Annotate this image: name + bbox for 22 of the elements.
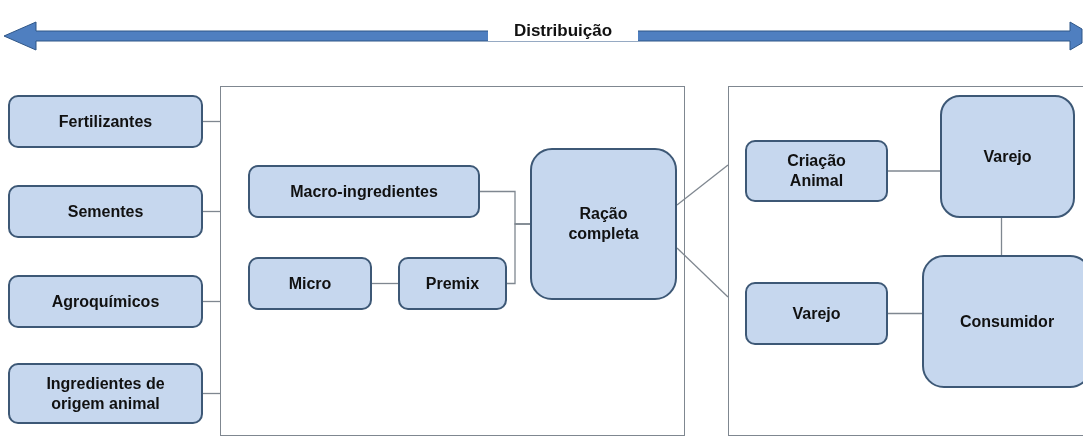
connector-line <box>676 247 729 298</box>
process-box: Criação Animal <box>745 140 888 202</box>
process-box: Macro-ingredientes <box>248 165 480 218</box>
connector-line <box>1000 217 1003 256</box>
process-box: Varejo <box>745 282 888 345</box>
process-box: Agroquímicos <box>8 275 203 328</box>
connector-line <box>676 164 729 206</box>
panel-box <box>220 86 685 436</box>
arrow-label: Distribuição <box>488 21 638 41</box>
process-box: Premix <box>398 257 507 310</box>
connector-line <box>371 282 399 285</box>
process-box: Ração completa <box>530 148 677 300</box>
connector-line <box>887 170 941 172</box>
process-box: Ingredientes de origem animal <box>8 363 203 424</box>
process-box: Varejo <box>940 95 1075 218</box>
process-box: Sementes <box>8 185 203 238</box>
process-box: Micro <box>248 257 372 310</box>
panel-box <box>728 86 1083 436</box>
process-box: Consumidor <box>922 255 1083 388</box>
process-box: Fertilizantes <box>8 95 203 148</box>
connector-line <box>506 223 531 285</box>
connector-line <box>887 312 923 315</box>
